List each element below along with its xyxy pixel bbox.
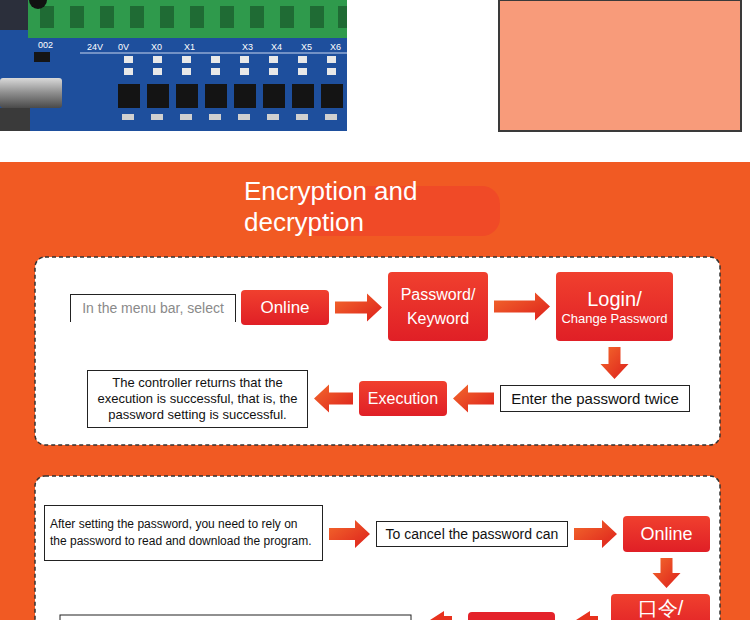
cut-off-arrow [576,611,598,620]
terminal-screws [40,6,347,28]
silk-line [80,53,347,54]
mount-hole [29,0,47,9]
terminal-label: X6 [330,42,341,52]
process-box: Password/ Keyword [388,272,488,341]
connector [0,108,30,131]
node-text: After setting the password, you need to … [50,516,317,550]
plc-board-photo [0,0,347,131]
node-text: Enter the password twice [511,390,679,408]
crystal-can [0,78,62,108]
node-text: Online [260,298,309,318]
terminal-block [28,0,347,38]
process-box: 口令/ [611,594,710,620]
node-text: The controller returns that the executio… [93,375,302,423]
flow-arrow [601,347,629,379]
node-text: Change Password [561,311,667,327]
step-panel [35,257,720,445]
terminal-label: X0 [151,42,162,52]
terminal-label: X5 [301,42,312,52]
smd-parts [34,52,343,120]
flow-arrow [335,294,382,322]
node-text: Login/ [587,287,642,311]
node-text: Online [640,523,692,545]
node-text: Password/ Keyword [393,283,483,331]
flow-arrow [653,558,681,588]
terminal-label: X3 [242,42,253,52]
photo-ground [0,0,347,131]
color-panel [499,0,741,131]
step-panel [35,476,720,620]
note-box: After setting the password, you need to … [44,505,323,561]
terminal-label: X1 [184,42,195,52]
step-box: To cancel the password can [376,521,568,547]
node-text: To cancel the password can [386,526,559,543]
process-box: Execution [359,381,447,416]
terminal-label: 0V [118,42,129,52]
terminal-label: X4 [271,42,282,52]
cut-off-box [60,615,411,620]
result-note: The controller returns that the executio… [87,370,308,428]
flow-arrow [314,385,353,413]
node-text: In the menu bar, select [82,300,224,317]
process-box: Online [241,290,329,325]
process-box: Online [623,516,710,552]
flow-arrow [494,293,550,321]
cut-off-arrow [430,611,452,620]
flow-arrow [574,520,617,548]
pcb [0,30,347,131]
terminal-label: 24V [87,42,103,52]
step-box: Enter the password twice [500,385,690,412]
flow-arrow [329,520,370,548]
node-text: 口令/ [638,596,684,620]
flow-arrow [453,385,494,413]
cut-off-box [468,612,555,620]
section-title: Encryption and decryption [244,176,514,238]
node-text: Execution [368,389,438,408]
terminal-label: 002 [38,40,53,50]
menu-step: In the menu bar, select [70,294,236,322]
process-box: Login/Change Password [556,272,673,341]
